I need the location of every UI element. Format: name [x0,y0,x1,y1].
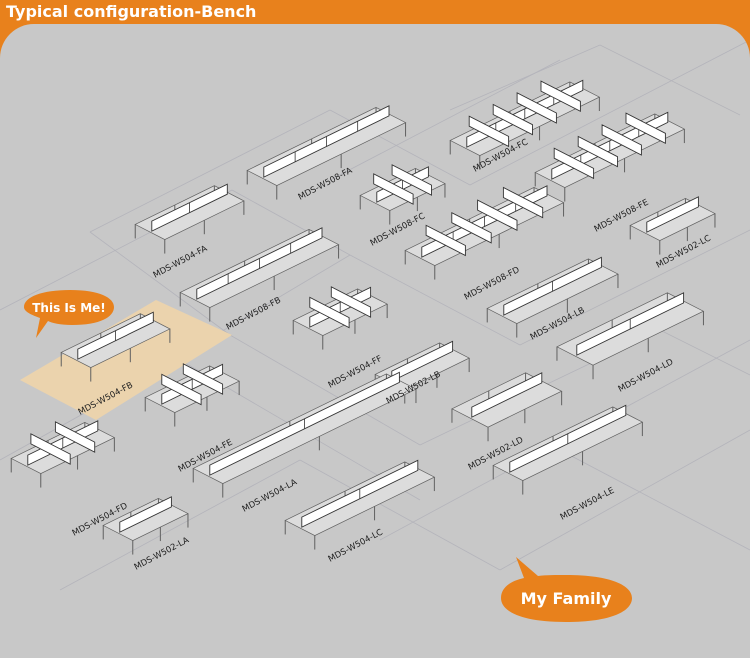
page-title: Typical configuration-Bench [6,2,257,21]
workstation-10 [486,256,619,338]
cross-partition [516,92,557,124]
privacy-screen [119,496,172,533]
grid-line-10 [59,459,301,591]
model-label: MDS-W502-LA [133,535,191,572]
model-label: MDS-W508-FC [369,211,427,248]
grid-line-6 [349,254,521,346]
workstation-16 [451,372,563,442]
workstation-7 [629,196,716,255]
grid-line-11 [299,459,501,571]
cross-partition [502,186,544,219]
workstation-2 [359,164,446,225]
cross-partition [182,363,224,395]
cross-partition [477,199,518,232]
workstation-9 [292,286,388,350]
cross-partition [373,173,414,205]
cross-partition [577,135,618,168]
cross-partition [625,112,666,145]
cross-partition [540,80,581,113]
this-is-me-callout: This Is Me! [24,290,114,338]
workstation-0 [134,183,245,254]
workstation-18 [284,459,436,550]
my-family-bubble-shape [501,557,632,622]
cross-partition [492,103,533,136]
workstation-3 [449,79,601,170]
model-label: MDS-W504-LC [327,527,385,564]
title-bar: Typical configuration-Bench [0,0,750,25]
privacy-screen [646,196,699,233]
workstation-5 [179,227,340,322]
cross-partition [309,296,350,329]
grid-line-2 [89,231,231,336]
workstation-units [10,79,716,555]
cross-partition [601,124,642,156]
cross-partition [451,211,492,244]
model-label: MDS-W508-FB [225,295,283,332]
grid-line-19 [519,229,750,346]
bench-layout-illustration: MDS-W504-FAMDS-W508-FAMDS-W508-FCMDS-W50… [0,39,750,622]
workstation-17 [102,496,189,555]
my-family-callout: My Family [501,557,632,622]
grid-line-17 [499,429,750,571]
my-family-text: My Family [521,589,612,608]
this-is-me-text: This Is Me! [32,301,106,315]
grid-line-0 [89,109,331,233]
grid-line-21 [559,449,750,551]
workstation-8 [60,311,171,382]
model-label: MDS-W504-LD [617,357,676,395]
workstation-11 [144,363,240,427]
cross-partition [468,115,510,148]
cross-partition [30,433,71,465]
workstation-15 [192,371,417,498]
cross-partition [330,286,372,318]
model-label: MDS-W504-LE [559,486,617,523]
grid-line-13 [599,44,741,116]
workstation-4 [534,111,686,202]
cross-partition [553,147,595,180]
privacy-screen [391,340,454,382]
highlighted-tile-fb [20,300,232,420]
this-is-me-bubble-shape [24,290,114,338]
grid-line-12 [449,44,601,111]
cross-partition [161,373,202,406]
grid-line-7 [229,334,421,446]
workstation-14 [10,420,116,488]
grid-line-18 [469,39,750,186]
cross-partition [54,421,96,453]
cross-partition [391,164,432,196]
model-label: MDS-W504-LA [241,477,299,514]
grid-line-14 [329,59,561,181]
cross-partition [425,224,466,257]
workstation-19 [492,404,644,495]
grid-line-16 [659,329,750,376]
workstation-1 [246,105,407,200]
model-label: MDS-W504-FA [152,244,209,281]
privacy-screen [471,372,543,418]
workstation-6 [404,185,565,280]
workstation-13 [556,292,705,380]
